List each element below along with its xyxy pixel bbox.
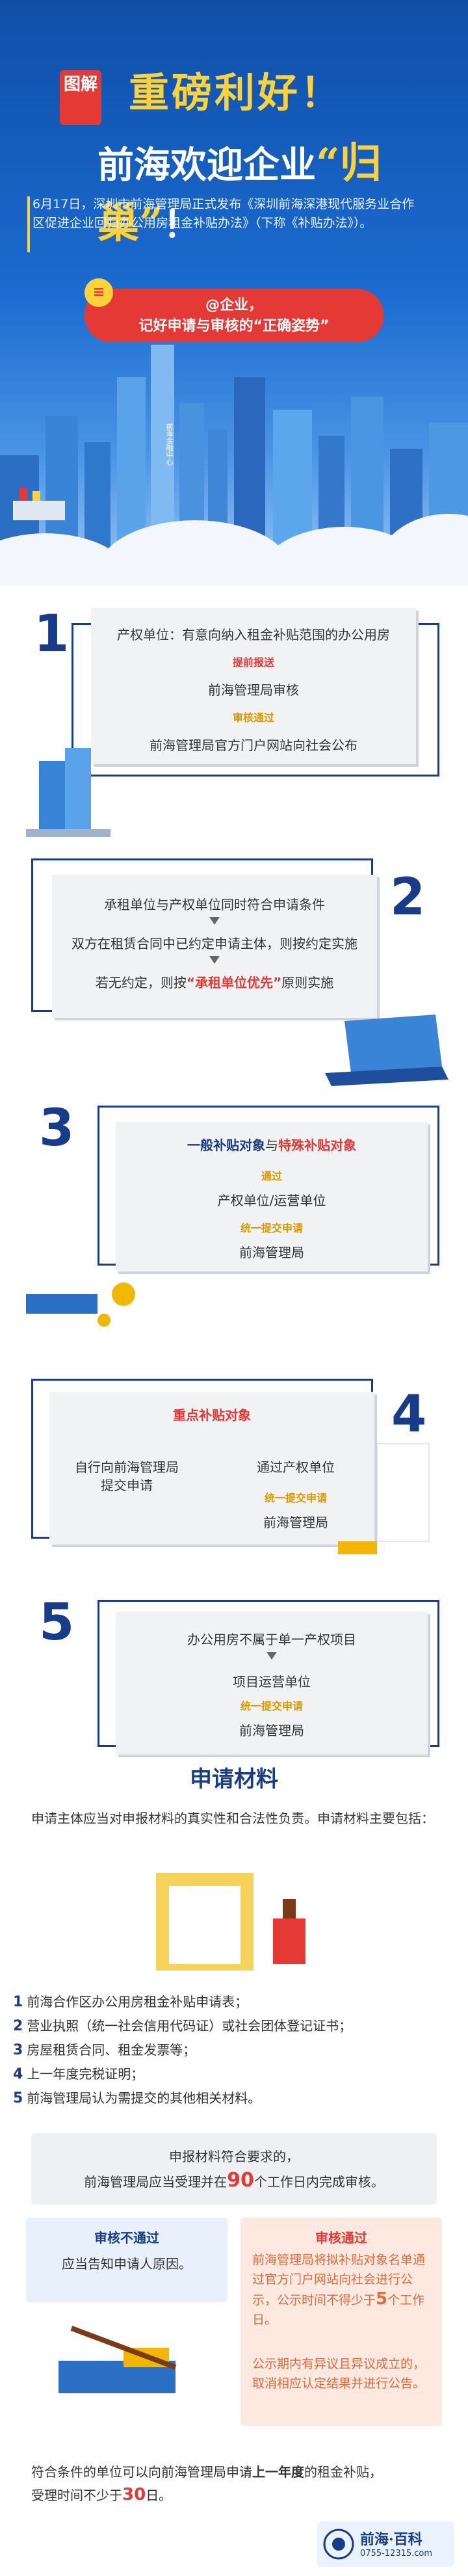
main-title-line1: 重磅利好！ xyxy=(129,69,344,116)
folder-stamp-illustration xyxy=(156,1873,306,1971)
step-5-label: 统一提交申请 xyxy=(240,1700,303,1712)
building-sign: 前海金融中心 xyxy=(165,423,174,466)
review-summary-box xyxy=(31,2133,437,2205)
laptop-illustration xyxy=(325,1015,448,1086)
logo-emblem-icon xyxy=(323,2529,354,2560)
step-3-card xyxy=(116,1122,428,1271)
footer-line2: 受理时间不少于30日。 xyxy=(31,2485,172,2504)
step-2-line2: 双方在租赁合同中已约定申请主体，则按约定实施 xyxy=(72,936,358,951)
review-fail-box xyxy=(26,2218,228,2302)
step-1-line1: 产权单位：有意向纳入租金补贴范围的办公用房 xyxy=(117,627,390,643)
step-1-card xyxy=(91,608,416,764)
pen-notebook-illustration xyxy=(58,2326,177,2393)
step-number-5: 5 xyxy=(39,1593,75,1652)
step-3-line3: 前海管理局 xyxy=(239,1245,304,1260)
intro-text: 6月17日，深圳市前海管理局正式发布《深圳前海深港现代服务业合作区促进企业回归办… xyxy=(32,197,415,230)
step-1-label2: 审核通过 xyxy=(232,711,274,724)
step-number-1: 1 xyxy=(34,605,70,663)
intro-accent-bar xyxy=(27,196,30,252)
step-2-line3: 若无约定，则按“承租单位优先”原则实施 xyxy=(95,975,334,990)
office-building-illustration xyxy=(26,748,110,837)
arrow-icon xyxy=(266,1652,277,1660)
review-fail-text: 应当告知申请人原因。 xyxy=(62,2256,192,2272)
document-stack-illustration xyxy=(338,1443,430,1554)
step-1-line3: 前海管理局官方门户网站向社会公布 xyxy=(150,737,358,753)
materials-intro: 申请主体应当对申报材料的真实性和合法性负责。申请材料主要包括： xyxy=(31,1811,434,1826)
step-3-heading: 一般补贴对象与特殊补贴对象 xyxy=(187,1137,356,1153)
step-2-line1: 承租单位与产权单位同时符合申请条件 xyxy=(104,897,325,912)
footer-line1: 符合条件的单位可以向前海管理局申请上一年度的租金补贴， xyxy=(31,2464,382,2480)
materials-title: 申请材料 xyxy=(190,1766,278,1792)
step-4-label: 统一提交申请 xyxy=(264,1492,327,1504)
review-pass-title: 审核通过 xyxy=(315,2230,367,2246)
step-4-right-line2: 前海管理局 xyxy=(263,1515,328,1530)
review-line2: 前海管理局应当受理并在90个工作日内完成审核。 xyxy=(84,2169,384,2192)
review-pass-text1: 前海管理局将拟补贴对象名单通过官方门户网站向社会进行公示，公示时间不得少于5个工… xyxy=(252,2253,426,2327)
subtitle-ribbon: @企业， 记好申请与审核的“正确姿势” xyxy=(84,289,384,342)
brand-logo: 前海·百科 0755-12315.com xyxy=(317,2521,454,2567)
review-pass-box xyxy=(240,2218,442,2426)
step-1-label1: 提前报送 xyxy=(232,656,274,669)
hand-coin-illustration xyxy=(26,1282,135,1327)
arrow-icon xyxy=(209,956,220,964)
step-number-2: 2 xyxy=(390,868,426,927)
step-4-left-line1: 自行向前海管理局 xyxy=(75,1459,179,1475)
step-4-right-line1: 通过产权单位 xyxy=(257,1459,335,1475)
review-line1: 申报材料符合要求的， xyxy=(169,2149,299,2164)
hero-banner: 前海金融中心 图解 重磅利好！ 前海欢迎企业“归巢”！ 6月17日，深圳市前海管… xyxy=(0,0,468,585)
arrow-icon xyxy=(209,917,220,925)
logo-url: 0755-12315.com xyxy=(360,2549,433,2558)
step-2-card xyxy=(52,875,377,1018)
illustration-badge: 图解 xyxy=(60,70,101,125)
review-fail-title: 审核不通过 xyxy=(94,2230,159,2246)
review-pass-text2: 公示期内有异议且异议成立的，取消相应认定结果并进行公告。 xyxy=(252,2357,426,2391)
step-3-label2: 统一提交申请 xyxy=(240,1222,303,1234)
step-4-left-line2: 提交申请 xyxy=(101,1478,153,1493)
step-4-card xyxy=(49,1392,374,1545)
step-5-line3: 前海管理局 xyxy=(239,1723,304,1738)
step-5-line1: 办公用房不属于单一产权项目 xyxy=(187,1632,356,1647)
step-5-line2: 项目运营单位 xyxy=(233,1674,311,1690)
step-number-3: 3 xyxy=(39,1099,75,1158)
step-3-label1: 通过 xyxy=(261,1170,282,1182)
step-number-4: 4 xyxy=(391,1385,427,1444)
step-5-card xyxy=(116,1612,428,1755)
step-1-line2: 前海管理局审核 xyxy=(208,682,299,698)
step-3-line2: 产权单位/运营单位 xyxy=(217,1193,326,1208)
logo-name: 前海·百科 xyxy=(360,2531,422,2548)
list-icon: ≡ xyxy=(84,278,113,307)
step-4-heading: 重点补贴对象 xyxy=(173,1407,251,1423)
main-title-line2: 前海欢迎企业“归巢”！ xyxy=(98,139,382,248)
